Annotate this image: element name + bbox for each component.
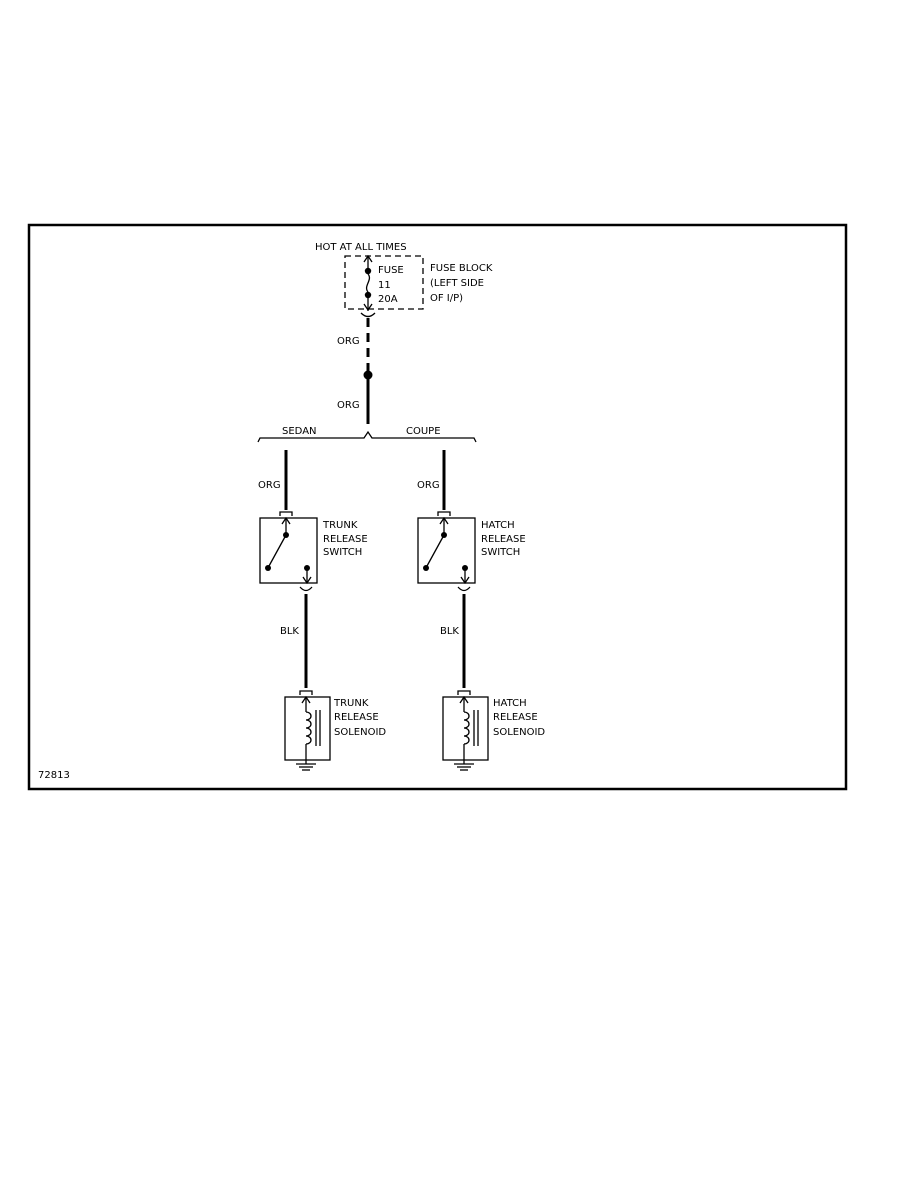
trunk-solenoid-input-connector: [299, 690, 313, 695]
trunk-switch-label-line1: TRUNK: [322, 520, 358, 531]
trunk-release-switch: [259, 516, 318, 585]
fuse-block-outline: [344, 255, 424, 310]
fuse-output-connector: [360, 312, 376, 318]
main-wire-lower-color-label: ORG: [337, 400, 360, 411]
hatch-release-solenoid: [442, 695, 489, 761]
fuse-block-label-line2: (LEFT SIDE: [430, 278, 484, 289]
hot-at-all-times-label: HOT AT ALL TIMES: [315, 242, 407, 253]
hatch-switch-label-line3: SWITCH: [481, 547, 520, 558]
splice-point: [363, 370, 373, 380]
hatch-switch-input-connector: [437, 511, 451, 516]
trunk-solenoid-label-line1: TRUNK: [333, 698, 369, 709]
coupe-ground-color-label: BLK: [440, 626, 459, 637]
figure-id-label: 72813: [38, 770, 70, 781]
hatch-switch-label-line2: RELEASE: [481, 534, 526, 545]
fuse-block-label-line3: OF I/P): [430, 293, 463, 304]
hatch-switch-label-line1: HATCH: [481, 520, 515, 531]
coupe-feed-color-label: ORG: [417, 480, 440, 491]
fuse-number-label: 11: [378, 280, 391, 291]
fuse-rating-label: 20A: [378, 294, 398, 305]
hatch-release-switch: [417, 516, 476, 585]
sedan-feed-color-label: ORG: [258, 480, 281, 491]
coupe-branch-label: COUPE: [406, 426, 441, 437]
trunk-switch-output-connector: [299, 586, 313, 592]
hatch-solenoid-label-line3: SOLENOID: [493, 727, 545, 738]
fuse-name-label: FUSE: [378, 265, 404, 276]
trunk-solenoid-label-line3: SOLENOID: [334, 727, 386, 738]
fuse-symbol: [363, 254, 373, 312]
hatch-solenoid-label-line1: HATCH: [493, 698, 527, 709]
hatch-solenoid-label-line2: RELEASE: [493, 712, 538, 723]
diagram-frame: [27, 223, 848, 791]
fuse-block-label-line1: FUSE BLOCK: [430, 263, 493, 274]
sedan-ground-color-label: BLK: [280, 626, 299, 637]
hatch-solenoid-input-connector: [457, 690, 471, 695]
trunk-solenoid-label-line2: RELEASE: [334, 712, 379, 723]
trunk-switch-input-connector: [279, 511, 293, 516]
trunk-release-solenoid: [284, 695, 331, 761]
trunk-solenoid-ground-icon: [296, 760, 316, 771]
hatch-solenoid-ground-icon: [454, 760, 474, 771]
main-wire-upper-color-label: ORG: [337, 336, 360, 347]
hatch-switch-output-connector: [457, 586, 471, 592]
trunk-switch-label-line3: SWITCH: [323, 547, 362, 558]
branch-brace: [257, 430, 477, 443]
trunk-switch-label-line2: RELEASE: [323, 534, 368, 545]
sedan-branch-label: SEDAN: [282, 426, 317, 437]
